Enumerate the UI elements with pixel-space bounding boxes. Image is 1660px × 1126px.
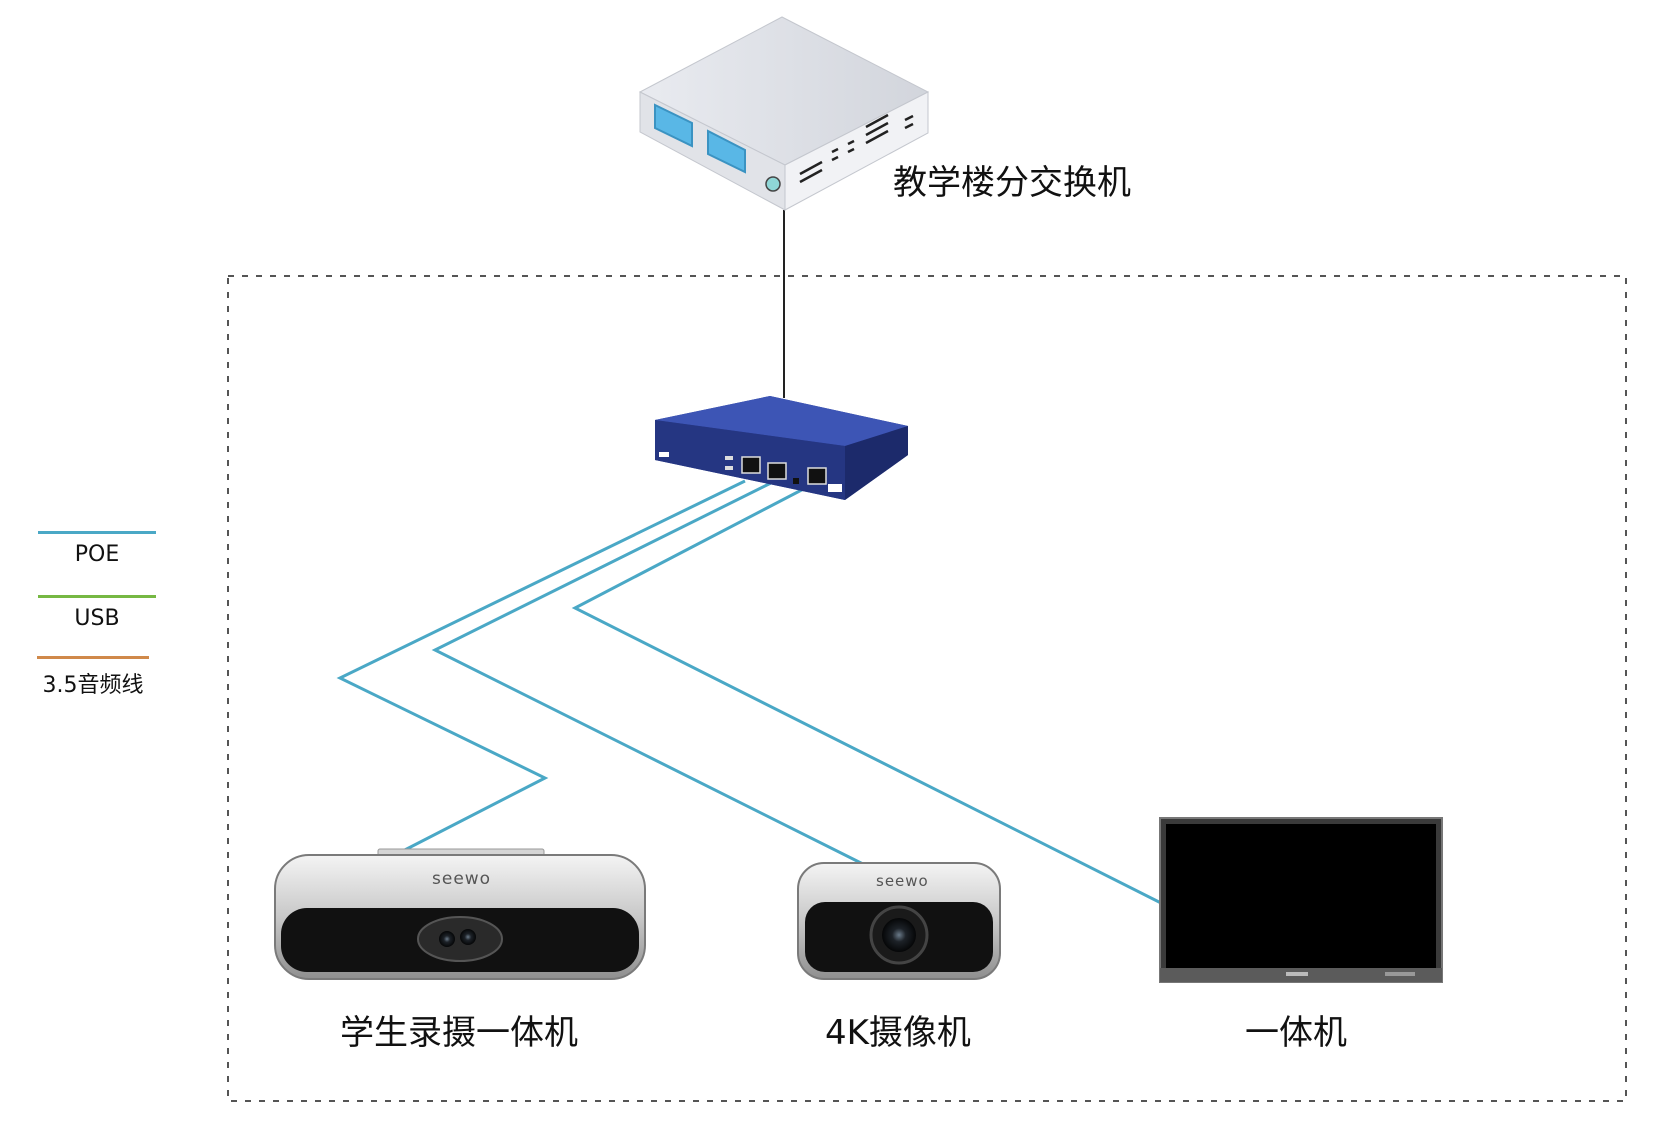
- legend-line-usb: [38, 595, 156, 598]
- student-camera-label: 学生录摄一体机: [340, 1013, 578, 1053]
- legend-label-audio: 3.5音频线: [42, 673, 144, 698]
- poe-cable-display: [571, 481, 1166, 907]
- legend-line-audio: [37, 656, 149, 659]
- core-switch-icon: [638, 16, 930, 211]
- student-camera-brand: seewo: [432, 869, 492, 889]
- camera-4k-brand: seewo: [876, 872, 929, 890]
- legend-item-usb: USB: [38, 595, 156, 631]
- poe-cable-student-camera: [336, 479, 746, 857]
- display-label: 一体机: [1245, 1013, 1347, 1053]
- legend-item-poe: POE: [38, 531, 156, 567]
- classroom-boundary: [227, 275, 1627, 1102]
- camera-4k-icon: [797, 862, 1001, 980]
- poe-switch-icon: [655, 396, 908, 500]
- legend-label-poe: POE: [74, 542, 120, 567]
- core-switch-label: 教学楼分交换机: [893, 163, 1131, 203]
- legend-line-poe: [38, 531, 156, 534]
- camera-4k-label: 4K摄像机: [825, 1013, 971, 1053]
- poe-cable-4k-camera: [431, 479, 866, 867]
- legend-label-usb: USB: [74, 606, 120, 631]
- legend-item-audio: 3.5音频线: [34, 656, 152, 699]
- student-camera-icon: [274, 848, 646, 980]
- display-icon: [1159, 817, 1443, 983]
